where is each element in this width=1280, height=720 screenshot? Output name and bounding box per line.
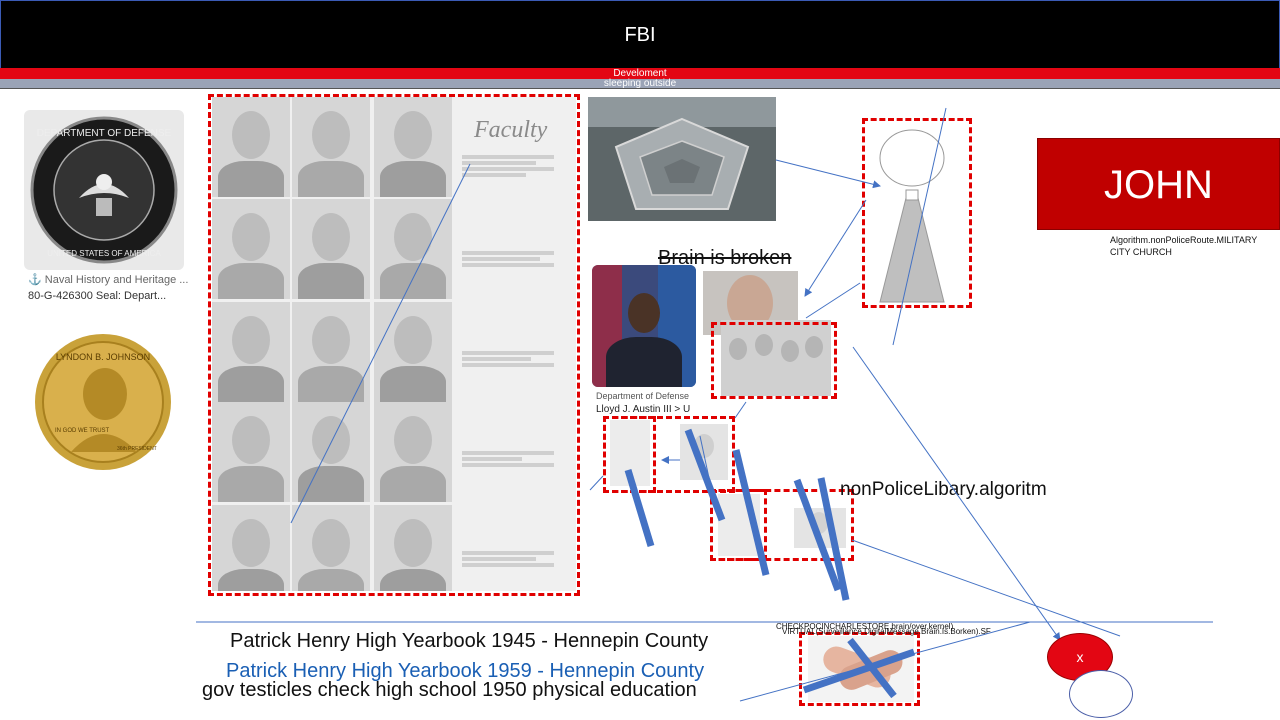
header-red-stripe: [0, 68, 1280, 79]
key-to-crowd-line: [805, 282, 861, 319]
faded-left-line: [589, 475, 604, 491]
dod-seal-image: DEPARTMENT OF DEFENSE UNITED STATES OF A…: [30, 116, 178, 264]
nonpolice-library-label: nonPoliceLibary.algoritm: [840, 479, 1047, 500]
algorithm-route-label: Algorithm.nonPoliceRoute.MILITARY CITY C…: [1110, 234, 1257, 258]
pentagon-photo: [588, 97, 776, 221]
seal-caption-title[interactable]: 80-G-426300 Seal: Depart...: [28, 290, 167, 302]
coin-text-president: 36th PRESIDENT: [117, 446, 157, 452]
seal-caption-source[interactable]: ⚓ Naval History and Heritage ...: [28, 274, 189, 286]
page-title: FBI: [624, 24, 656, 46]
coin-text-motto: IN GOD WE TRUST: [55, 428, 110, 434]
key-to-mattis-arrow: [804, 199, 867, 297]
faculty-portrait: [212, 402, 290, 502]
yearbook-heading: Faculty: [474, 117, 548, 143]
key-diagram: [879, 129, 945, 303]
handshake-highlight-box: [799, 632, 920, 706]
crowd-highlight-box: [711, 322, 837, 399]
austin-photo: [592, 265, 696, 387]
crowd-to-faded-line: [734, 401, 747, 419]
coin-text-top: LYNDON B. JOHNSON: [56, 352, 150, 362]
x-circle-label: x: [1076, 649, 1084, 665]
yearbook-highlight-box: [208, 94, 580, 596]
seal-text-top: DEPARTMENT OF DEFENSE: [37, 128, 172, 139]
faded-box-2: [603, 416, 735, 493]
austin-caption-source: Department of Defense: [596, 391, 690, 401]
faculty-portrait: [212, 505, 290, 591]
check-label-2: VIRTUAL(Surveillance.DigitalMessage.Brai…: [782, 627, 991, 636]
algorithm-route-line-1: Algorithm.nonPoliceRoute.MILITARY: [1110, 235, 1258, 245]
lbj-coin-image: LYNDON B. JOHNSON IN GOD WE TRUST 36th P…: [35, 334, 171, 470]
faded-box-4: [710, 489, 854, 561]
john-label: JOHN: [1104, 163, 1213, 207]
faculty-portrait: [212, 302, 290, 402]
john-box[interactable]: JOHN: [1037, 138, 1280, 230]
algorithm-route-line-2: CITY CHURCH: [1110, 247, 1172, 257]
yearbook-text-column: [462, 153, 554, 591]
gov-physical-education-label: gov testicles check high school 1950 phy…: [202, 679, 697, 701]
faculty-portrait: [212, 97, 290, 197]
seal-text-bottom: UNITED STATES OF AMERICA: [47, 249, 161, 258]
yearbook-1959-link[interactable]: Patrick Henry High Yearbook 1959 - Henne…: [226, 660, 705, 682]
yearbook-1945-label: Patrick Henry High Yearbook 1945 - Henne…: [230, 630, 709, 652]
faculty-portrait: [212, 199, 290, 299]
header-subtitle-1: Develoment: [613, 68, 667, 79]
austin-caption-name: Lloyd J. Austin III > U: [596, 404, 691, 415]
brain-is-broken-label: Brain is broken: [658, 247, 792, 269]
crowd-photo: [721, 320, 831, 396]
header-subtitle-2: sleeping outside: [603, 78, 677, 89]
seal-card[interactable]: DEPARTMENT OF DEFENSE UNITED STATES OF A…: [24, 110, 184, 270]
header-bar: [0, 0, 1280, 68]
white-circle: [1069, 670, 1133, 718]
header-grey-stripe: [0, 79, 1280, 89]
austin-card[interactable]: Department of Defense Lloyd J. Austin II…: [592, 265, 697, 415]
